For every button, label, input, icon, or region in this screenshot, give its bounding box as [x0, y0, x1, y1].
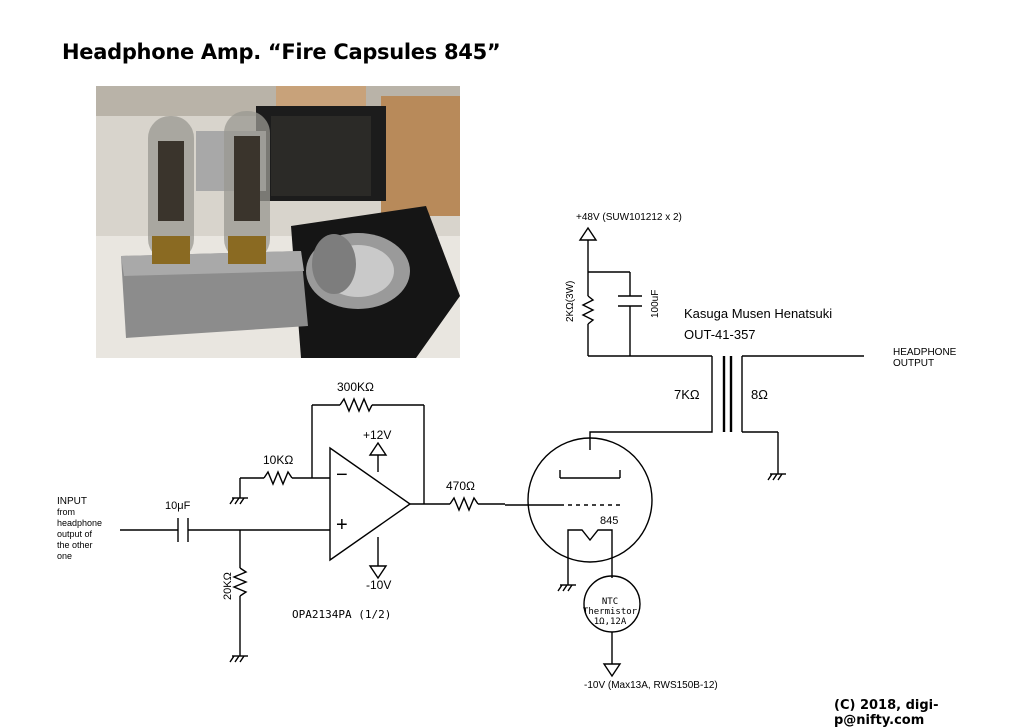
transformer-model-label: OUT-41-357	[684, 327, 756, 342]
r-input-resistor	[263, 470, 293, 486]
input-label-line: from	[57, 507, 75, 517]
r-feedback-label: 300KΩ	[337, 380, 374, 394]
c-input-label: 10μF	[165, 500, 191, 512]
plus12-supply-arrow	[368, 441, 388, 456]
r-feedback-resistor	[339, 397, 373, 413]
transformer-secondary-label: 8Ω	[751, 387, 768, 402]
tube-845-envelope	[527, 437, 653, 563]
thermistor-label: NTC Thermistor 1Ω,12A	[581, 597, 639, 627]
minus10-opamp-supply-arrow	[368, 565, 388, 580]
headphone-output-label: HEADPHONE OUTPUT	[893, 347, 956, 369]
amplifier-photo	[96, 86, 460, 358]
thermistor-label-line: Thermistor	[582, 607, 638, 617]
output-label-line: HEADPHONE	[893, 347, 957, 358]
minus10-supply-arrow	[602, 663, 622, 678]
plus48-label: +48V (SUW101212 x 2)	[576, 212, 682, 223]
ground-input-resistor	[229, 497, 248, 505]
transformer-primary	[589, 356, 713, 450]
transformer-maker-label: Kasuga Musen Henatsuki	[684, 306, 833, 321]
r-grid-resistor	[449, 496, 479, 512]
amplifier-photo-drawing	[96, 86, 460, 358]
input-label-line: output of	[57, 529, 93, 539]
input-label-line: one	[57, 551, 73, 561]
page-title: Headphone Amp. “Fire Capsules 845”	[62, 40, 501, 64]
opamp-plus-sign: +	[336, 514, 348, 536]
r-load-label: 2KΩ(3W)	[565, 280, 576, 322]
opamp-label: OPA2134PA (1/2)	[292, 608, 392, 621]
plus48-supply-arrow	[578, 226, 598, 241]
transformer-primary-label: 7KΩ	[674, 387, 700, 402]
c-bypass-label: 100uF	[650, 289, 661, 318]
r-load-resistor	[581, 295, 595, 325]
input-label-line: the other	[57, 540, 93, 550]
minus10-opamp-label: -10V	[366, 578, 392, 592]
thermistor-label-line: NTC	[601, 597, 619, 607]
plus12-label: +12V	[363, 428, 392, 442]
tube-label: 845	[600, 515, 619, 527]
r-grid-label: 470Ω	[446, 479, 475, 493]
minus10-label: -10V (Max13A, RWS150B-12)	[584, 680, 718, 691]
input-label-line: INPUT	[57, 496, 87, 507]
ground-output	[767, 473, 786, 481]
thermistor-label-line: 1Ω,12A	[593, 617, 627, 627]
opamp-triangle	[329, 446, 412, 562]
output-label-line: OUTPUT	[893, 358, 935, 369]
tube-filament	[567, 529, 613, 552]
input-label: INPUT from headphone output of the other…	[57, 496, 102, 562]
r-bias-resistor	[232, 567, 248, 597]
input-label-line: headphone	[57, 518, 103, 528]
ground-tube	[557, 584, 576, 592]
r-bias-label: 20KΩ	[222, 572, 234, 600]
ground-bias	[229, 655, 248, 663]
r-input-label: 10KΩ	[263, 453, 294, 467]
opamp-minus-sign: −	[336, 464, 348, 486]
